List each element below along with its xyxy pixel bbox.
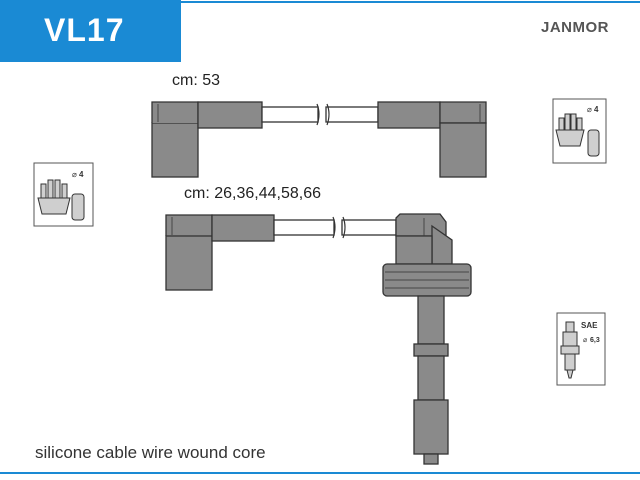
cable-1 <box>151 101 487 178</box>
product-description: silicone cable wire wound core <box>35 443 266 462</box>
distributor-right-count: 4 <box>594 105 599 114</box>
cable-2 <box>165 213 472 465</box>
cable-length-label-2: cm: 26,36,44,58,66 <box>184 185 321 202</box>
spark-plug-diameter: 6,3 <box>590 337 600 344</box>
distributor-cap-icon-right: ⌀ 4 <box>552 98 607 164</box>
cable-length-label-1: cm: 53 <box>172 72 221 89</box>
title-box <box>0 0 181 62</box>
svg-text:⌀: ⌀ <box>72 170 77 179</box>
svg-text:⌀: ⌀ <box>587 105 592 114</box>
distributor-left-count: 4 <box>79 170 84 179</box>
distributor-cap-icon-left: ⌀ 4 <box>33 162 94 227</box>
cable-1-break <box>316 103 330 126</box>
product-code: VL17 <box>44 12 125 48</box>
spark-plug-standard: SAE <box>581 321 598 330</box>
brand-name: JANMOR <box>541 19 610 36</box>
top-rule <box>181 1 640 3</box>
svg-text:⌀: ⌀ <box>583 337 587 344</box>
cable-2-break <box>332 216 346 239</box>
bottom-rule <box>0 472 640 474</box>
spark-plug-icon: SAE ⌀ 6,3 <box>556 312 606 386</box>
